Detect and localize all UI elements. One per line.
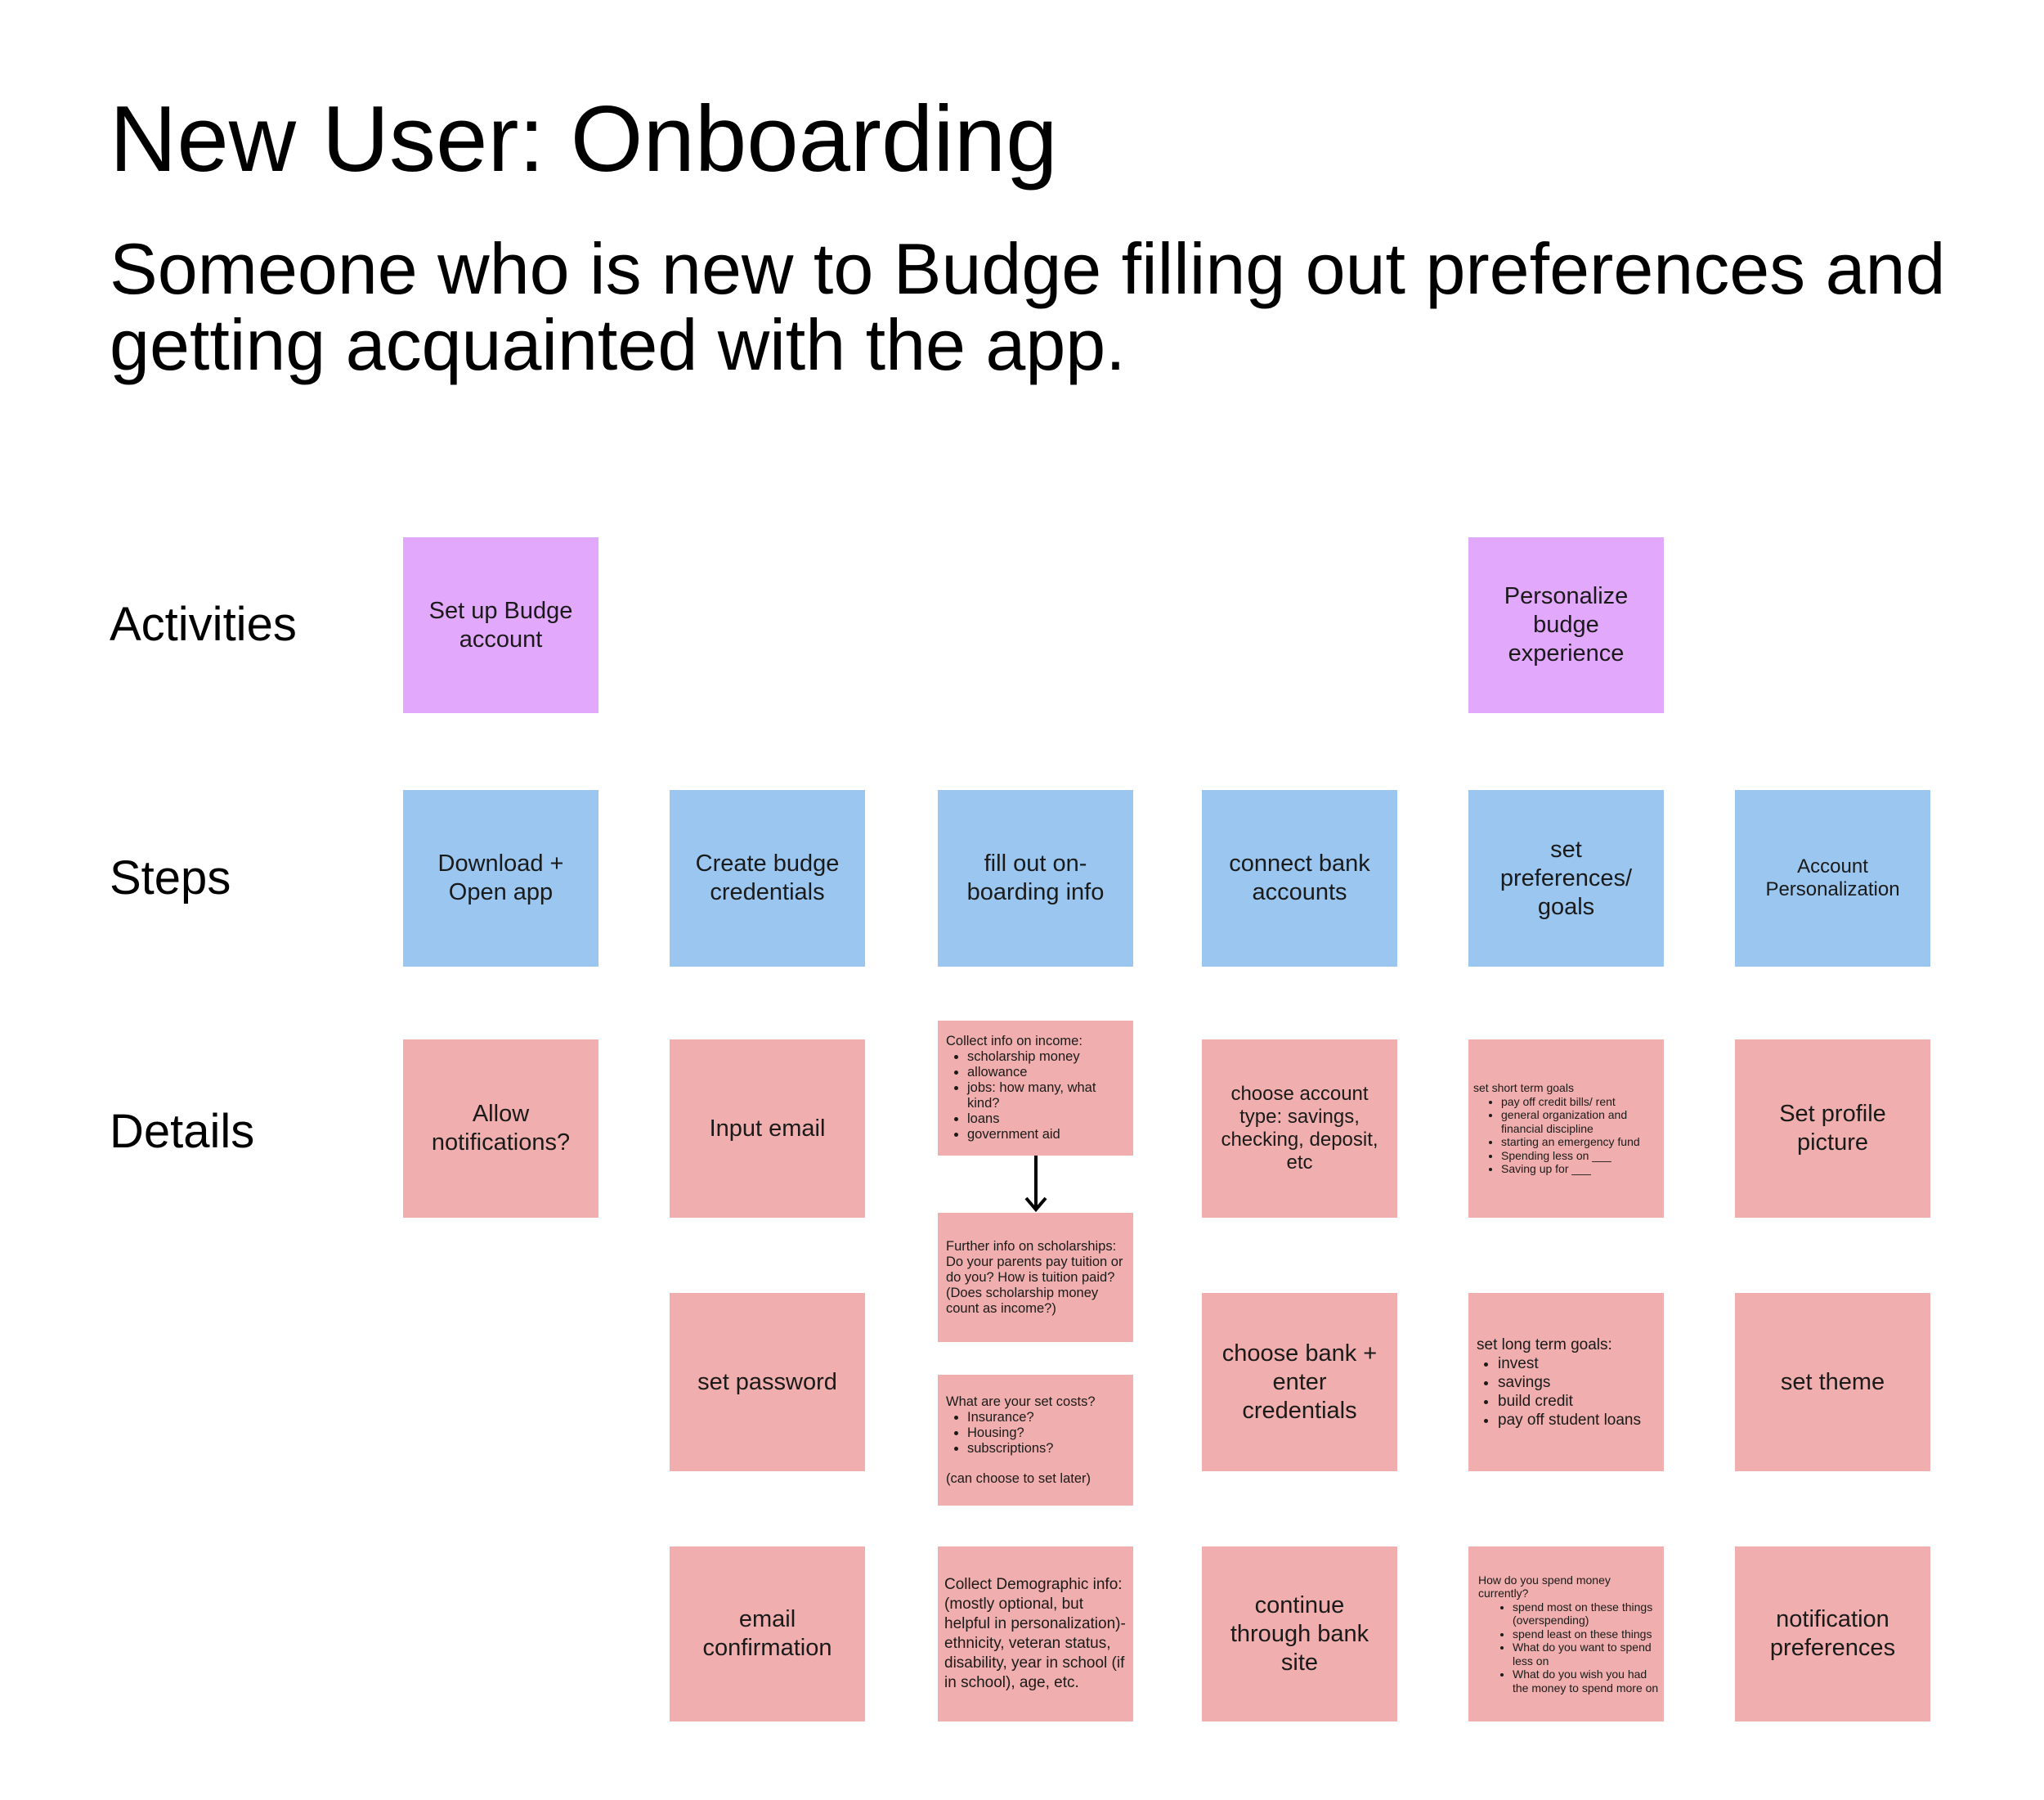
detail-sticky[interactable]: continue through bank site — [1202, 1546, 1397, 1721]
list-item: Insurance? — [967, 1410, 1096, 1425]
sticky-text: Further info on scholarships: Do your pa… — [946, 1238, 1123, 1316]
sticky-text: set preferences/ goals — [1499, 836, 1633, 920]
list-item: Saving up for ___ — [1501, 1162, 1659, 1176]
detail-sticky-short-term-goals[interactable]: set short term goals pay off credit bill… — [1468, 1039, 1664, 1218]
activity-sticky[interactable]: Personalize budge experience — [1468, 537, 1664, 713]
detail-sticky[interactable]: notification preferences — [1735, 1546, 1930, 1721]
arrow-down-icon — [1024, 1156, 1047, 1213]
page-title: New User: Onboarding — [110, 88, 1058, 191]
row-label-details: Details — [110, 1105, 255, 1158]
sticky-text: set password — [697, 1368, 837, 1395]
sticky-text: Set up Budge account — [428, 597, 573, 653]
list-item: What do you wish you had the money to sp… — [1513, 1668, 1659, 1695]
detail-sticky[interactable]: email confirmation — [670, 1546, 865, 1721]
detail-sticky[interactable]: choose bank + enter credentials — [1202, 1293, 1397, 1471]
detail-sticky[interactable]: Set profile picture — [1735, 1039, 1930, 1218]
income-list: scholarship money allowance jobs: how ma… — [946, 1049, 1125, 1142]
row-label-steps: Steps — [110, 851, 231, 904]
sticky-text: choose bank + enter credentials — [1221, 1340, 1378, 1424]
row-label-activities: Activities — [110, 598, 297, 651]
list-item: savings — [1498, 1373, 1641, 1392]
list-item: spend most on these things (overspending… — [1513, 1600, 1659, 1627]
list-item: government aid — [967, 1127, 1125, 1142]
sticky-heading: How do you spend money currently? — [1478, 1573, 1611, 1600]
sticky-text: fill out on-boarding info — [966, 851, 1105, 905]
sticky-text: Collect Demographic info: (mostly option… — [944, 1576, 1126, 1691]
sticky-heading: What are your set costs? — [946, 1394, 1096, 1409]
sticky-note: (can choose to set later) — [946, 1470, 1091, 1486]
sticky-heading: set short term goals — [1473, 1081, 1574, 1095]
sticky-text: connect bank accounts — [1229, 851, 1370, 905]
list-item: pay off student loans — [1498, 1411, 1641, 1430]
list-item: spend least on these things — [1513, 1627, 1659, 1641]
spending-list: spend most on these things (overspending… — [1478, 1600, 1659, 1695]
detail-sticky[interactable]: set theme — [1735, 1293, 1930, 1471]
list-item: general organization and financial disci… — [1501, 1108, 1659, 1135]
step-sticky[interactable]: connect bank accounts — [1202, 790, 1397, 967]
sticky-text: Set profile picture — [1779, 1101, 1886, 1156]
list-item: invest — [1498, 1354, 1641, 1373]
list-item: starting an emergency fund — [1501, 1135, 1659, 1149]
detail-sticky-income[interactable]: Collect info on income: scholarship mone… — [938, 1021, 1133, 1156]
list-item: Housing? — [967, 1425, 1096, 1441]
list-item: loans — [967, 1111, 1125, 1127]
sticky-text: email confirmation — [702, 1606, 832, 1661]
detail-sticky-costs[interactable]: What are your set costs? Insurance? Hous… — [938, 1375, 1133, 1506]
step-sticky[interactable]: Account Personalization — [1735, 790, 1930, 967]
list-item: Spending less on ___ — [1501, 1149, 1659, 1163]
detail-sticky[interactable]: Input email — [670, 1039, 865, 1218]
sticky-text: Download + Open app — [437, 851, 564, 905]
sticky-text: Personalize budge experience — [1504, 583, 1629, 667]
sticky-text: Allow notifications? — [431, 1101, 571, 1156]
list-item: jobs: how many, what kind? — [967, 1080, 1125, 1111]
detail-sticky-spending[interactable]: How do you spend money currently? spend … — [1468, 1546, 1664, 1721]
list-item: subscriptions? — [967, 1441, 1096, 1457]
sticky-text: notification preferences — [1769, 1606, 1896, 1661]
long-term-list: invest savings build credit pay off stud… — [1477, 1354, 1641, 1430]
page-subtitle: Someone who is new to Budge filling out … — [110, 228, 1946, 385]
step-sticky[interactable]: Download + Open app — [403, 790, 598, 967]
sticky-text: Create budge credentials — [695, 851, 840, 905]
step-sticky[interactable]: Create budge credentials — [670, 790, 865, 967]
list-item: scholarship money — [967, 1049, 1125, 1065]
step-sticky[interactable]: set preferences/ goals — [1468, 790, 1664, 967]
sticky-text: Input email — [709, 1115, 826, 1142]
sticky-text: continue through bank site — [1230, 1591, 1369, 1676]
list-item: allowance — [967, 1065, 1125, 1080]
detail-sticky-scholarships[interactable]: Further info on scholarships: Do your pa… — [938, 1213, 1133, 1342]
detail-sticky[interactable]: set password — [670, 1293, 865, 1471]
list-item: build credit — [1498, 1392, 1641, 1411]
short-term-list: pay off credit bills/ rent general organ… — [1473, 1095, 1659, 1176]
sticky-heading: Collect info on income: — [946, 1034, 1083, 1048]
detail-sticky-long-term-goals[interactable]: set long term goals: invest savings buil… — [1468, 1293, 1664, 1471]
sticky-text: choose account type: savings, checking, … — [1221, 1083, 1378, 1174]
detail-sticky[interactable]: choose account type: savings, checking, … — [1202, 1039, 1397, 1218]
step-sticky[interactable]: fill out on-boarding info — [938, 790, 1133, 967]
detail-sticky-demographic[interactable]: Collect Demographic info: (mostly option… — [938, 1546, 1133, 1721]
list-item: pay off credit bills/ rent — [1501, 1095, 1659, 1109]
detail-sticky[interactable]: Allow notifications? — [403, 1039, 598, 1218]
activity-sticky[interactable]: Set up Budge account — [403, 537, 598, 713]
sticky-heading: set long term goals: — [1477, 1335, 1612, 1353]
sticky-text: Account Personalization — [1765, 855, 1900, 900]
costs-list: Insurance? Housing? subscriptions? — [946, 1410, 1096, 1457]
sticky-text: set theme — [1780, 1368, 1885, 1395]
list-item: What do you want to spend less on — [1513, 1641, 1659, 1668]
